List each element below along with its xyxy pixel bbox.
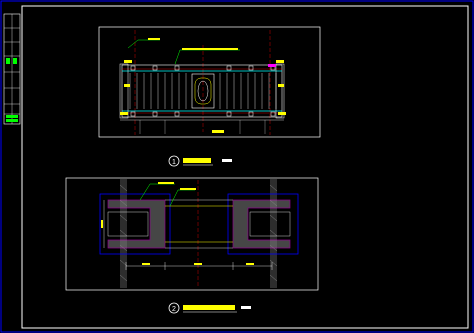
view1-plan (98, 26, 321, 138)
view1-title-label: 1 (168, 155, 232, 167)
title-block (3, 13, 21, 125)
view2-detail (65, 177, 319, 291)
drawing-frame-inner (21, 5, 469, 329)
view1-border (98, 26, 321, 138)
view1-number: 1 (172, 159, 176, 166)
view2-title-label: 2 (168, 302, 251, 314)
view2-number: 2 (172, 306, 176, 313)
view2-border (65, 177, 319, 291)
